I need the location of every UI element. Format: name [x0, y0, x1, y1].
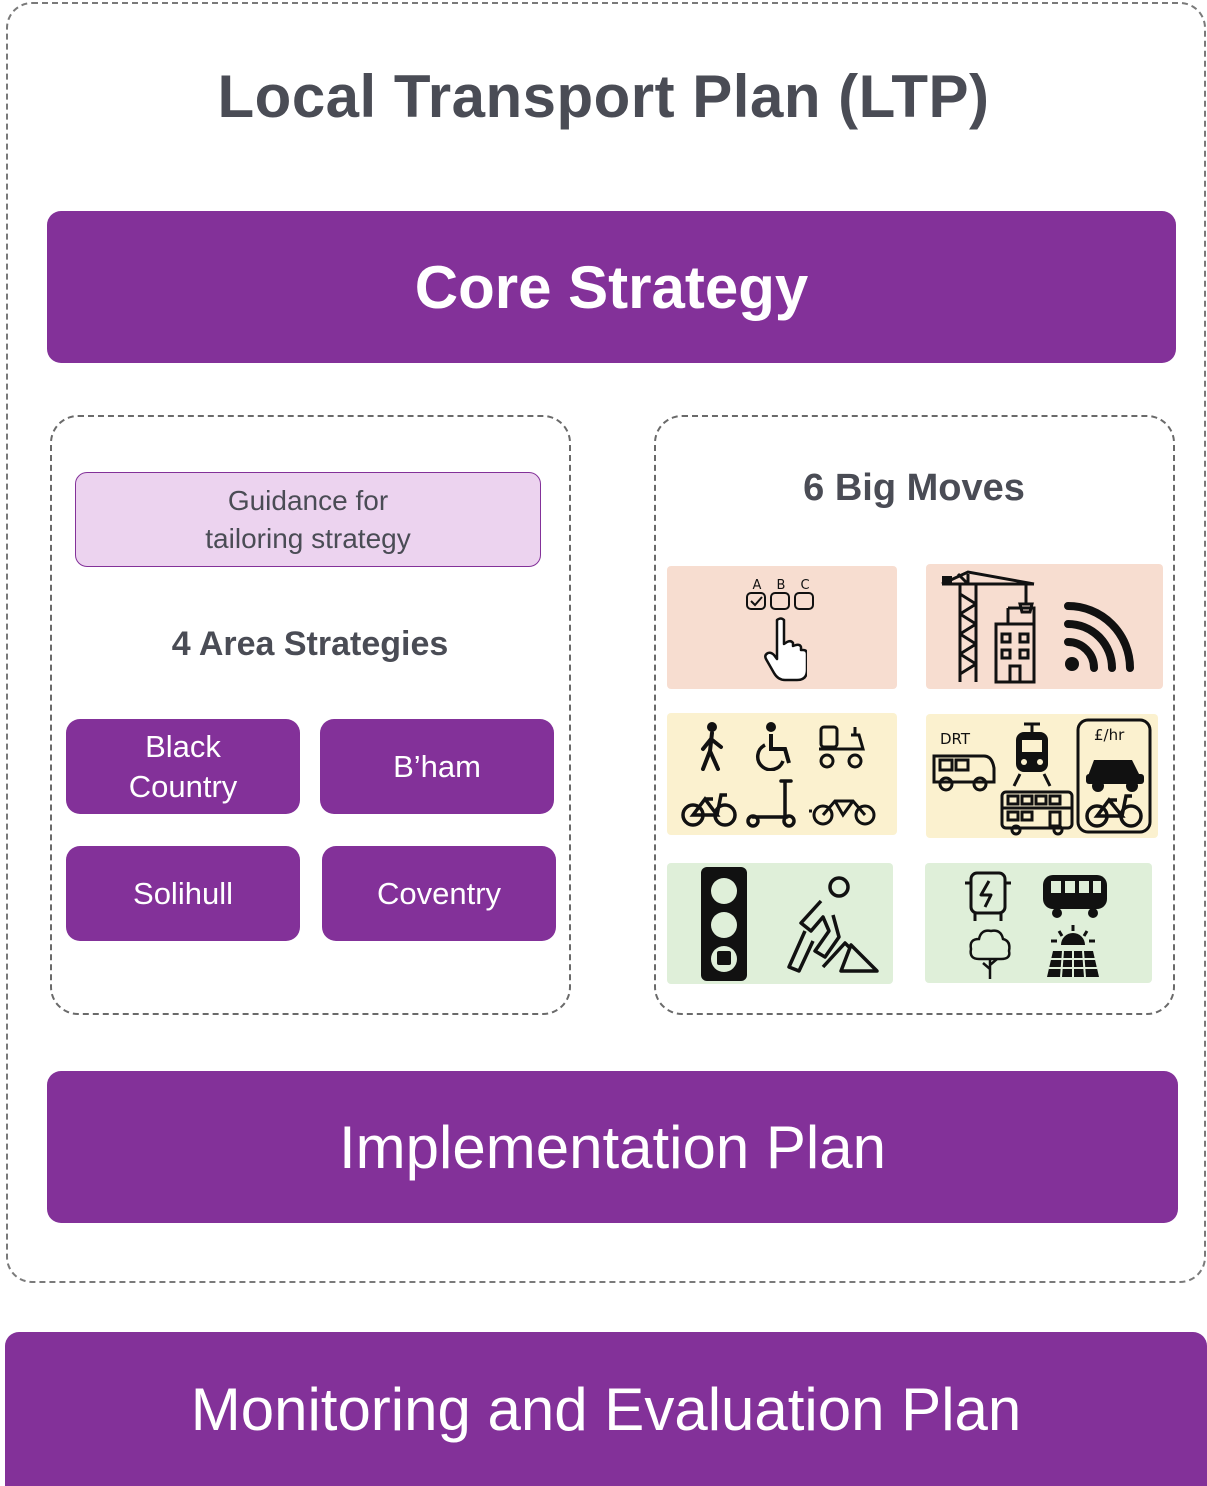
ballot-choice-icon: A B C	[746, 578, 814, 610]
area-coventry: Coventry	[322, 846, 556, 941]
big-move-tile-5	[667, 863, 893, 984]
big-move-tile-6	[925, 863, 1152, 983]
area-strategies-heading: 4 Area Strategies	[171, 625, 449, 663]
big-moves-heading: 6 Big Moves	[803, 467, 1025, 509]
e-scooter-icon	[746, 779, 796, 828]
page-title: Local Transport Plan (LTP)	[217, 63, 990, 130]
implementation-plan-block: Implementation Plan	[47, 1071, 1178, 1223]
area-black-country-line-2: Country	[128, 768, 238, 804]
area-black-country-line-1: Black	[145, 728, 221, 764]
big-move-tile-2	[926, 564, 1163, 689]
area-birmingham: B’ham	[320, 719, 554, 814]
area-coventry-label: Coventry	[376, 875, 502, 911]
implementation-plan-label: Implementation Plan	[339, 1113, 886, 1181]
big-move-tile-3	[667, 713, 897, 835]
choice-letter-a: A	[753, 578, 762, 593]
ltp-frame	[6, 2, 1206, 1283]
core-strategy-block: Core Strategy	[47, 211, 1176, 363]
core-strategy-label: Core Strategy	[414, 253, 809, 321]
tree-icon	[969, 929, 1011, 979]
car-icon: £/hr	[1076, 718, 1152, 834]
bus-icon	[1043, 875, 1107, 918]
area-black-country: Black Country	[66, 719, 300, 814]
area-strategies-panel	[50, 415, 571, 1015]
bicycle-icon	[681, 793, 737, 827]
area-solihull-label: Solihull	[133, 875, 233, 911]
monitoring-plan-label: Monitoring and Evaluation Plan	[190, 1375, 1022, 1443]
wheelchair-icon	[756, 722, 791, 771]
big-move-tile-1: A B C	[667, 566, 897, 689]
electric-bus-icon	[965, 871, 1011, 921]
pointing-hand-icon	[764, 617, 807, 682]
monitoring-plan-block: Monitoring and Evaluation Plan	[5, 1332, 1207, 1486]
drt-label: DRT	[940, 730, 971, 748]
price-per-hour-label: £/hr	[1094, 726, 1125, 744]
tandem-bike-icon	[809, 799, 876, 826]
cycle-hire-icon	[1085, 794, 1143, 828]
drt-van-icon: DRT	[932, 730, 996, 792]
wifi-signal-icon	[1064, 602, 1134, 672]
guidance-line-2: tailoring strategy	[205, 522, 411, 554]
big-moves-panel	[654, 415, 1175, 1015]
solar-panel-icon	[1047, 925, 1099, 978]
guidance-box: Guidance for tailoring strategy	[75, 472, 541, 567]
building-icon	[994, 606, 1036, 684]
mobility-scooter-icon	[819, 725, 865, 769]
double-decker-bus-icon	[1000, 790, 1074, 836]
road-works-icon	[787, 876, 879, 973]
choice-letter-b: B	[777, 578, 786, 593]
pedestrian-icon	[701, 722, 723, 771]
area-birmingham-label: B’ham	[393, 748, 481, 784]
area-solihull: Solihull	[66, 846, 300, 941]
choice-letter-c: C	[800, 578, 809, 593]
guidance-line-1: Guidance for	[227, 484, 389, 516]
tram-icon	[1012, 722, 1052, 787]
big-move-tile-4: DRT £/hr	[926, 714, 1158, 838]
traffic-light-icon	[701, 867, 747, 981]
